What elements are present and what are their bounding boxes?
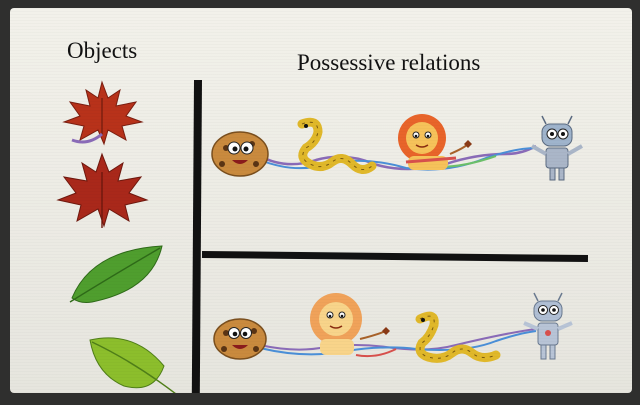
robot-icon: [524, 293, 572, 359]
relation-row-2: [206, 293, 596, 373]
snake-icon: [302, 122, 372, 169]
relation-row-1: [206, 118, 596, 188]
robot-icon: [532, 116, 582, 180]
maple-leaf-red-icon: [58, 78, 146, 150]
objects-heading: Objects: [67, 38, 137, 64]
cookie-icon: [214, 319, 266, 359]
lion-icon: [398, 114, 472, 170]
slide: Objects Possessive relations: [10, 8, 632, 393]
cookie-icon: [212, 132, 268, 176]
green-leaf-icon: [62, 240, 172, 310]
light-green-leaf-icon: [84, 330, 184, 393]
vertical-divider: [192, 80, 202, 393]
snake-icon: [420, 316, 496, 358]
horizontal-divider: [202, 251, 588, 262]
possessive-relations-heading: Possessive relations: [297, 50, 480, 76]
maple-leaf-dark-red-icon: [52, 150, 152, 232]
